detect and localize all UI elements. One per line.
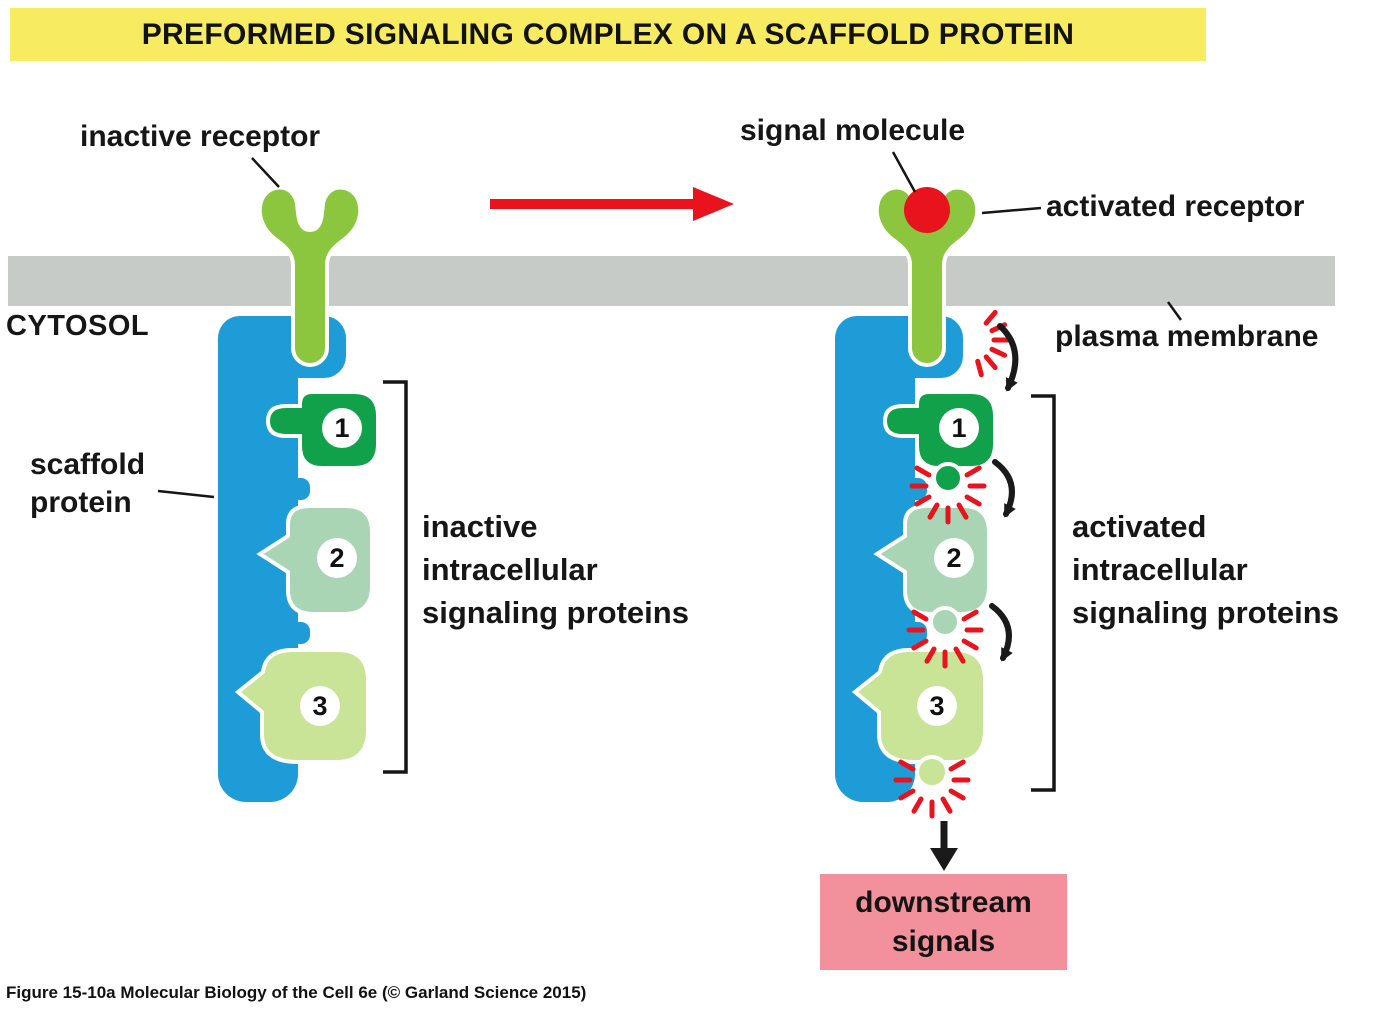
protein-2-badge-activated: 2 <box>934 538 974 578</box>
protein-2-badge: 2 <box>317 538 357 578</box>
plasma-membrane-pointer-line <box>1166 301 1183 321</box>
activation-burst-protein-3 <box>893 759 971 819</box>
figure-title: PREFORMED SIGNALING COMPLEX ON A SCAFFOL… <box>141 17 1075 51</box>
cascade-arrow-1 <box>997 323 1019 392</box>
downstream-arrow <box>930 821 958 871</box>
activation-burst-protein-2 <box>906 609 984 669</box>
activation-burst-receptor <box>975 309 1011 378</box>
activated-receptor-pointer-line <box>981 206 1042 215</box>
plasma-membrane-band <box>8 256 1335 306</box>
protein-3-badge-activated: 3 <box>917 686 957 726</box>
activated-signaling-proteins-label: activated intracellular signaling protei… <box>1072 509 1339 630</box>
signal-molecule-label: signal molecule <box>740 114 966 147</box>
inactive-proteins-bracket <box>383 380 408 774</box>
signal-molecule-dot <box>904 187 950 233</box>
inactive-complex <box>218 185 408 802</box>
title-bar: PREFORMED SIGNALING COMPLEX ON A SCAFFOL… <box>10 8 1206 61</box>
downstream-signals-label: downstream signals <box>855 886 1032 958</box>
inactive-signaling-proteins-label: inactive intracellular signaling protein… <box>422 509 689 630</box>
inactive-receptor-pointer-line <box>251 157 280 188</box>
protein-3-active-knob <box>915 755 949 789</box>
scaffold-protein-pointer-line <box>157 489 215 499</box>
cascade-arrow-3 <box>989 603 1013 662</box>
protein-2-active-knob <box>929 606 961 638</box>
plasma-membrane-label: plasma membrane <box>1055 320 1319 353</box>
transition-arrow <box>490 187 734 221</box>
protein-3-badge: 3 <box>300 686 340 726</box>
activated-complex <box>835 185 997 802</box>
figure-caption: Figure 15-10a Molecular Biology of the C… <box>6 983 587 1002</box>
inactive-receptor-label: inactive receptor <box>80 120 321 153</box>
protein-1-badge: 1 <box>322 408 362 448</box>
cascade-arrow-2 <box>992 459 1016 518</box>
protein-1-active-knob <box>932 462 964 494</box>
protein-1-badge-activated: 1 <box>939 408 979 448</box>
scaffold-protein-label: scaffold protein <box>30 448 146 519</box>
activation-burst-protein-1 <box>909 465 987 525</box>
activated-receptor-label: activated receptor <box>1046 190 1305 223</box>
cytosol-label: CYTOSOL <box>6 310 150 342</box>
downstream-signals-box: downstream signals <box>820 874 1067 970</box>
signal-molecule-pointer-line <box>891 151 917 193</box>
activated-proteins-bracket <box>1031 394 1056 792</box>
